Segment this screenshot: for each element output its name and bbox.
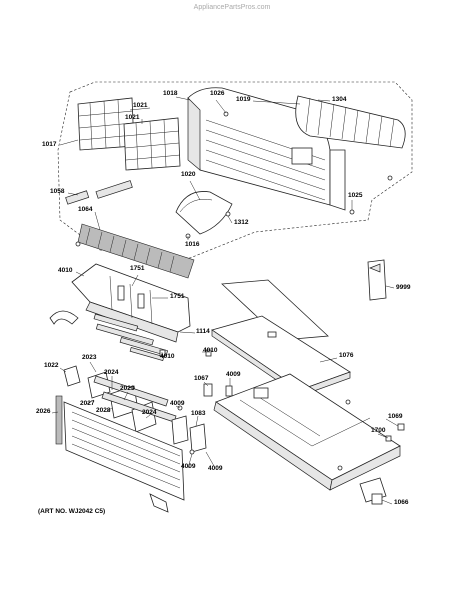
part-label-1018: 1018 bbox=[163, 90, 178, 97]
part-label-4009a: 4009 bbox=[226, 371, 241, 378]
part-number-labels: 1021 1018 1026 1019 1304 1017 1021 1020 1058 1025… bbox=[36, 90, 411, 506]
part-label-2028: 2028 bbox=[96, 407, 111, 414]
damper-door bbox=[175, 191, 233, 239]
part-label-1304: 1304 bbox=[332, 96, 347, 103]
part-label-1058: 1058 bbox=[50, 188, 65, 195]
part-label-1083: 1083 bbox=[191, 410, 206, 417]
part-label-1025: 1025 bbox=[348, 192, 363, 199]
part-label-1021a: 1021 bbox=[133, 102, 148, 109]
watermark: AppliancePartsPros.com bbox=[193, 4, 271, 11]
leader-lines bbox=[51, 96, 399, 505]
part-label-1022: 1022 bbox=[44, 362, 59, 369]
part-label-4009c: 4009 bbox=[181, 463, 196, 470]
control-frame bbox=[71, 263, 191, 343]
blower-wheel bbox=[295, 95, 406, 149]
part-label-2027: 2027 bbox=[80, 400, 95, 407]
part-label-4009b: 4009 bbox=[170, 400, 185, 407]
part-label-1076: 1076 bbox=[339, 352, 354, 359]
part-label-4009d: 4009 bbox=[208, 465, 223, 472]
part-label-1021b: 1021 bbox=[125, 114, 140, 121]
part-label-1020: 1020 bbox=[181, 171, 196, 178]
part-label-2023a: 2023 bbox=[82, 354, 97, 361]
part-label-1066: 1066 bbox=[394, 499, 409, 506]
art-number: (ART NO. WJ2042 C5) bbox=[38, 508, 106, 515]
part-label-1019: 1019 bbox=[236, 96, 251, 103]
part-label-1017: 1017 bbox=[42, 141, 57, 148]
discharge-grille bbox=[77, 223, 195, 279]
part-label-1312: 1312 bbox=[234, 219, 249, 226]
part-label-1069: 1069 bbox=[388, 413, 403, 420]
part-label-2023b: 2023 bbox=[120, 385, 135, 392]
part-label-2024b: 2024 bbox=[142, 409, 157, 416]
part-label-1700: 1700 bbox=[371, 427, 386, 434]
part-label-1751b: 1751 bbox=[170, 293, 185, 300]
front-grille bbox=[55, 395, 185, 501]
manual-document bbox=[367, 259, 387, 301]
filter-clips bbox=[65, 180, 133, 205]
part-label-2024a: 2024 bbox=[104, 369, 119, 376]
part-label-1026: 1026 bbox=[210, 90, 225, 97]
part-label-9999: 9999 bbox=[396, 284, 411, 291]
part-label-1016: 1016 bbox=[185, 241, 200, 248]
filter-right bbox=[123, 117, 181, 171]
part-label-1751a: 1751 bbox=[130, 265, 145, 272]
part-label-4010b: 4010 bbox=[160, 353, 175, 360]
base-pan bbox=[213, 373, 401, 491]
cabinet-housing bbox=[187, 87, 346, 211]
control-boards bbox=[63, 365, 207, 455]
part-label-1064: 1064 bbox=[78, 206, 93, 213]
part-label-1114: 1114 bbox=[196, 328, 210, 335]
part-label-4010c: 4010 bbox=[203, 347, 218, 354]
part-label-4010a: 4010 bbox=[58, 267, 73, 274]
part-label-2026: 2026 bbox=[36, 408, 51, 415]
part-label-1067: 1067 bbox=[194, 375, 209, 382]
